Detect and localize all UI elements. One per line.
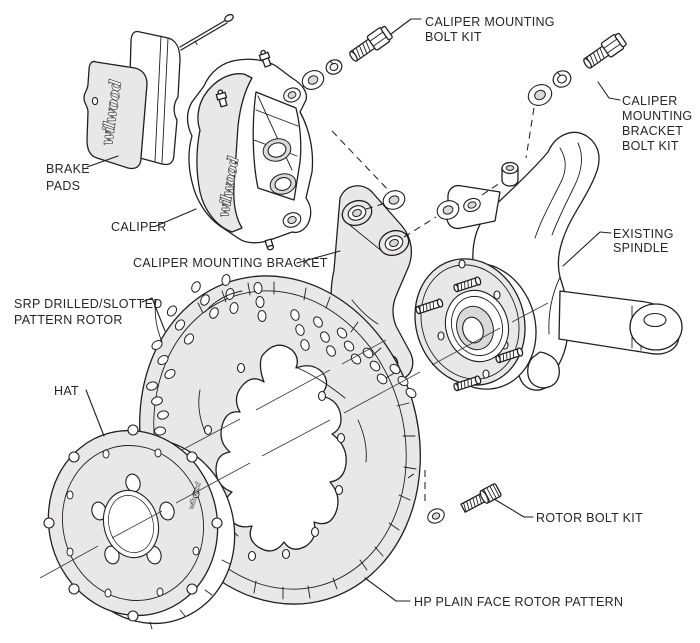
washer — [382, 190, 460, 220]
crossover-fitting — [264, 238, 275, 251]
rotor-bolt — [460, 483, 502, 513]
caliper-mounting-bolt-kit — [301, 24, 395, 90]
labels: CALIPER MOUNTING BOLT KIT CALIPER MOUNTI… — [14, 15, 692, 609]
label-bracket-bolt-kit-1: CALIPER — [622, 94, 678, 108]
label-existing-spindle-1: EXISTING — [613, 227, 674, 241]
mounting-hardware — [295, 85, 535, 238]
caliper-mounting-bracket-bolt-kit — [527, 31, 629, 106]
bleed-screw — [215, 89, 228, 108]
pad-retainer-pin — [179, 13, 234, 51]
label-caliper-mounting-bolt-kit: CALIPER MOUNTING — [425, 15, 555, 29]
label-hat: HAT — [54, 384, 79, 398]
label-srp-rotor-2: PATTERN ROTOR — [14, 313, 123, 327]
label-srp-rotor-1: SRP DRILLED/SLOTTED — [14, 297, 163, 311]
label-brake-pads-1: BRAKE — [46, 162, 90, 176]
label-caliper-mounting-bracket: CALIPER MOUNTING BRACKET — [133, 256, 328, 270]
label-bracket-bolt-kit-2: MOUNTING — [622, 109, 692, 123]
bleed-screw — [258, 49, 272, 68]
lock-washer — [552, 70, 572, 88]
spacer-sleeve — [501, 161, 519, 187]
rotor-bolt-washer — [427, 508, 445, 524]
explosion-centerlines — [39, 302, 549, 579]
hat-edge-notches — [43, 424, 223, 622]
caliper: wilwood — [186, 49, 314, 251]
label-hp-rotor: HP PLAIN FACE ROTOR PATTERN — [414, 595, 623, 609]
flat-washer — [527, 84, 553, 106]
leader-lines — [85, 18, 621, 602]
label-rotor-bolt-kit: ROTOR BOLT KIT — [536, 511, 643, 525]
label-bracket-bolt-kit-4: BOLT KIT — [622, 139, 679, 153]
hat: wilwood — [43, 424, 236, 630]
rotor-bolt-kit — [407, 470, 502, 524]
flat-washer — [301, 70, 325, 90]
label-existing-spindle-2: SPINDLE — [613, 241, 669, 255]
lock-washer — [325, 59, 343, 75]
brake-pads: wilwood — [83, 13, 234, 170]
label-bracket-bolt-kit-3: BRACKET — [622, 124, 683, 138]
hub-assembly — [414, 258, 537, 393]
rotor-mount-holes — [203, 362, 346, 562]
label-caliper: CALIPER — [111, 220, 167, 234]
label-caliper-mounting-bolt-kit-2: BOLT KIT — [425, 30, 482, 44]
label-brake-pads-2: PADS — [46, 179, 80, 193]
